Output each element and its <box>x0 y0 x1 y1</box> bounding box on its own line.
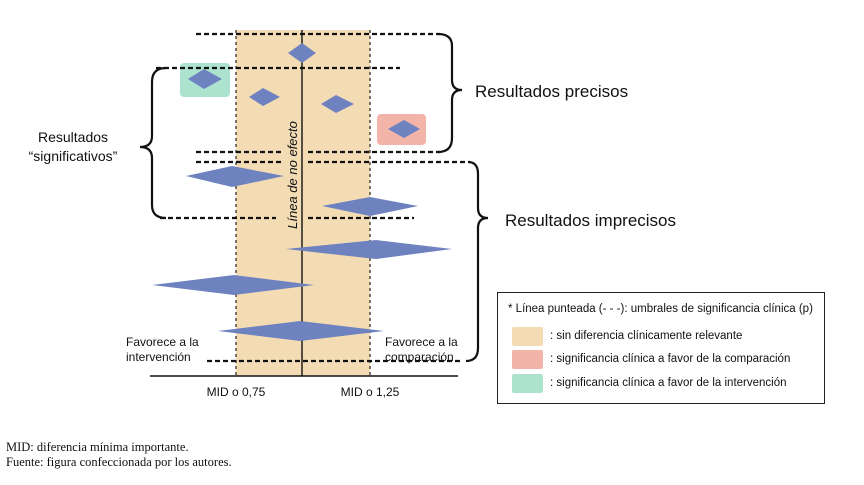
right-threshold-label: MID o 1,25 <box>341 385 400 399</box>
intervention-swatch <box>512 373 543 393</box>
legend-item-intervention: : significancia clínica a favor de la in… <box>512 373 787 393</box>
group-boundary-lines <box>156 32 470 363</box>
precise-results-brace <box>437 32 463 154</box>
comparison-swatch <box>512 349 543 369</box>
legend-item-label: : significancia clínica a favor de la co… <box>550 353 791 365</box>
legend-item-comparison: : significancia clínica a favor de la co… <box>512 349 790 369</box>
imprecise-results-label: Resultados imprecisos <box>505 211 676 230</box>
favors-intervention-label-line2: intervención <box>126 350 191 364</box>
favors-intervention-label-line1: Favorece a la <box>126 335 199 349</box>
estimate-diamond <box>188 69 222 89</box>
legend-title: * Línea punteada (- - -): umbrales de si… <box>508 303 813 315</box>
footnotes: MID: diferencia mínima importante. Fuent… <box>6 440 232 470</box>
estimate-diamond <box>322 197 418 216</box>
estimate-diamond <box>218 321 384 341</box>
estimate-diamond <box>321 95 354 113</box>
legend-item-label: : significancia clínica a favor de la in… <box>550 377 787 389</box>
estimate-diamond <box>152 275 314 295</box>
footnote-source: Fuente: figura confeccionada por los aut… <box>6 455 232 469</box>
effect-estimates <box>152 43 452 341</box>
significant-results-label-line1: Resultados <box>38 129 108 145</box>
imprecise-results-brace <box>465 160 489 363</box>
legend-box: * Línea punteada (- - -): umbrales de si… <box>497 292 825 404</box>
legend-item-no-difference: : sin diferencia clínicamente relevante <box>512 326 742 346</box>
significant-results-label-line2: “significativos” <box>29 148 118 164</box>
estimate-diamond <box>288 43 316 63</box>
legend-item-label: : sin diferencia clínicamente relevante <box>550 330 743 342</box>
significant-results-brace <box>139 66 167 220</box>
left-threshold-label: MID o 0,75 <box>207 385 266 399</box>
precise-results-label: Resultados precisos <box>475 82 628 101</box>
favors-comparison-label-line1: Favorece a la <box>385 335 458 349</box>
estimate-diamond <box>249 88 280 106</box>
estimate-diamond <box>286 240 452 259</box>
no-difference-swatch <box>512 326 543 346</box>
footnote-mid-definition: MID: diferencia mínima importante. <box>6 440 189 454</box>
no-effect-line-label: Línea de no efecto <box>285 121 300 229</box>
estimate-diamond <box>186 166 284 187</box>
favors-comparison-label-line2: comparación <box>385 350 454 364</box>
estimate-diamond <box>388 120 420 138</box>
